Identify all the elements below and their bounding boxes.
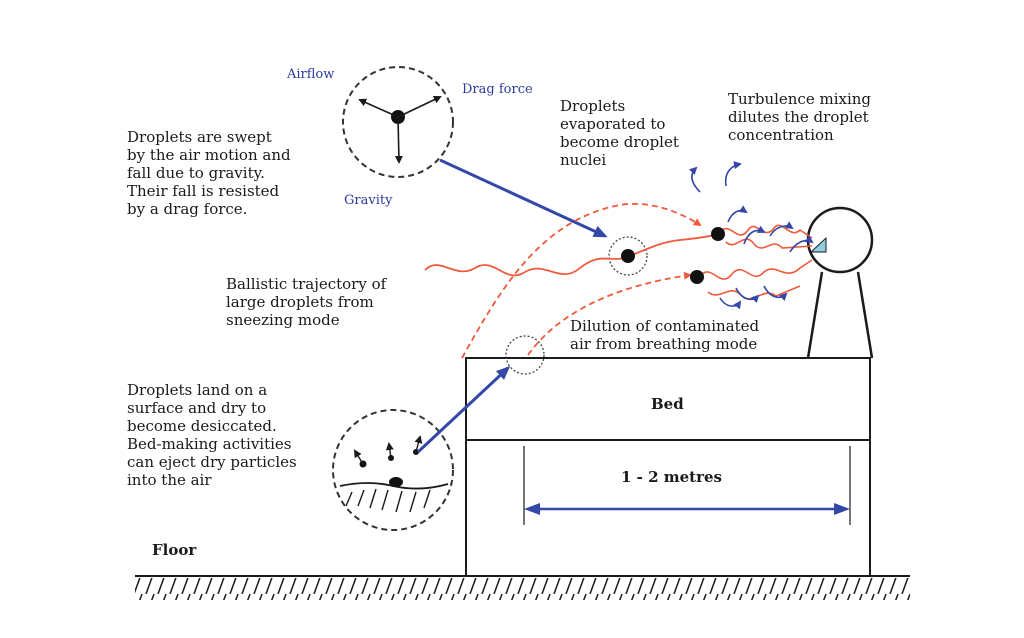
dilution-description: Dilution of contaminated air from breath… <box>570 317 760 353</box>
distance-indicator <box>523 446 851 525</box>
surface-inset <box>332 409 454 531</box>
airflow-label: Airflow <box>287 67 335 82</box>
turbulence-arrows <box>688 161 814 310</box>
droplet-upper <box>711 227 725 241</box>
droplet-highlight-circle <box>608 236 648 276</box>
ballistic-trajectory-lower <box>527 271 692 356</box>
evaporated-description: Droplets evaporated to become droplet nu… <box>560 97 679 169</box>
bed-label: Bed <box>651 395 684 413</box>
turbulence-description: Turbulence mixing dilutes the droplet co… <box>728 90 872 144</box>
surface-pointer-arrow <box>416 365 511 454</box>
bed <box>465 357 871 577</box>
ballistic-trajectory-upper <box>461 203 702 359</box>
swept-description: Droplets are swept by the air motion and… <box>127 128 291 218</box>
floor <box>135 575 910 600</box>
droplet-wavy-path <box>424 233 719 277</box>
drag-force-label: Drag force <box>462 82 533 97</box>
person-figure <box>806 206 874 359</box>
inset-pointer-arrow <box>439 158 608 238</box>
surface-highlight-circle <box>505 335 545 375</box>
distance-label: 1 - 2 metres <box>621 468 723 486</box>
gravity-label: Gravity <box>344 193 393 208</box>
ballistic-description: Ballistic trajectory of large droplets f… <box>226 275 387 329</box>
floor-label: Floor <box>152 541 197 559</box>
droplet-main <box>621 249 635 263</box>
droplet-lower <box>690 270 704 284</box>
forces-inset <box>342 66 454 178</box>
land-description: Droplets land on a surface and dry to be… <box>127 381 297 489</box>
